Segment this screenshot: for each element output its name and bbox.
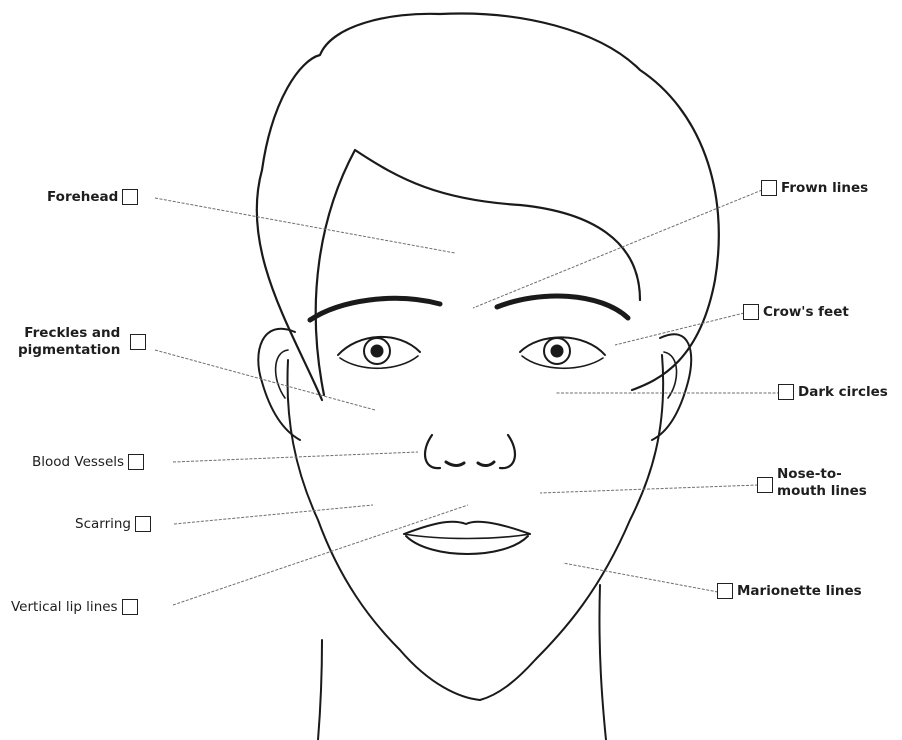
scarring-label-text: Scarring: [75, 516, 131, 532]
leader-forehead: [155, 198, 455, 253]
neck-right: [599, 585, 606, 740]
freckles-label-line-1: Freckles and: [24, 325, 120, 341]
nose-mouth-checkbox[interactable]: [757, 477, 773, 493]
label-crows-feet: Crow's feet: [743, 304, 849, 320]
leader-marionette: [563, 563, 718, 592]
freckles-label-text: Freckles and pigmentation: [18, 325, 120, 359]
crows-feet-label-text: Crow's feet: [763, 304, 849, 320]
right-eyebrow: [497, 296, 628, 318]
label-vertical-lip-lines: Vertical lip lines: [11, 599, 138, 615]
forehead-label-text: Forehead: [47, 189, 118, 205]
vertical-lip-checkbox[interactable]: [122, 599, 138, 615]
scarring-checkbox[interactable]: [135, 516, 151, 532]
marionette-label-text: Marionette lines: [737, 583, 862, 599]
leader-scarring: [174, 505, 373, 524]
marionette-checkbox[interactable]: [717, 583, 733, 599]
face-left-side: [287, 360, 480, 700]
label-forehead: Forehead: [47, 189, 138, 205]
nose-left: [425, 435, 440, 468]
label-scarring: Scarring: [75, 516, 151, 532]
blood-vessels-checkbox[interactable]: [128, 454, 144, 470]
hair-fringe: [316, 150, 640, 395]
left-pupil: [371, 345, 383, 357]
freckles-checkbox[interactable]: [130, 334, 146, 350]
right-ear: [652, 334, 691, 440]
label-nose-to-mouth-lines: Nose-to- mouth lines: [757, 466, 867, 500]
nose-mouth-label-line-1: Nose-to-: [777, 466, 842, 482]
neck-left: [318, 640, 322, 740]
blood-vessels-label-text: Blood Vessels: [32, 454, 124, 470]
vertical-lip-label-text: Vertical lip lines: [11, 599, 118, 615]
nose-mouth-label-line-2: mouth lines: [777, 483, 867, 499]
upper-lip: [404, 522, 530, 534]
frown-checkbox[interactable]: [761, 180, 777, 196]
lip-line: [404, 534, 530, 539]
label-blood-vessels: Blood Vessels: [32, 454, 144, 470]
left-eyebrow: [310, 298, 440, 320]
label-marionette-lines: Marionette lines: [717, 583, 862, 599]
crows-feet-checkbox[interactable]: [743, 304, 759, 320]
hair-outline: [257, 13, 719, 400]
right-pupil: [551, 345, 563, 357]
right-ear-inner: [664, 352, 677, 398]
leader-crows-feet: [615, 313, 744, 345]
nostril-right: [478, 462, 494, 466]
label-dark-circles: Dark circles: [778, 384, 888, 400]
dark-circles-checkbox[interactable]: [778, 384, 794, 400]
nose-right: [500, 435, 515, 468]
forehead-checkbox[interactable]: [122, 189, 138, 205]
nostril-left: [446, 462, 464, 466]
freckles-label-line-2: pigmentation: [18, 342, 120, 358]
left-ear-inner: [276, 350, 288, 398]
label-freckles-pigmentation: Freckles and pigmentation: [18, 325, 146, 359]
nose-mouth-label-text: Nose-to- mouth lines: [777, 466, 867, 500]
label-frown-lines: Frown lines: [761, 180, 868, 196]
left-eye-lower: [340, 356, 418, 368]
leader-nose-mouth: [540, 485, 758, 493]
dark-circles-label-text: Dark circles: [798, 384, 888, 400]
frown-label-text: Frown lines: [781, 180, 868, 196]
